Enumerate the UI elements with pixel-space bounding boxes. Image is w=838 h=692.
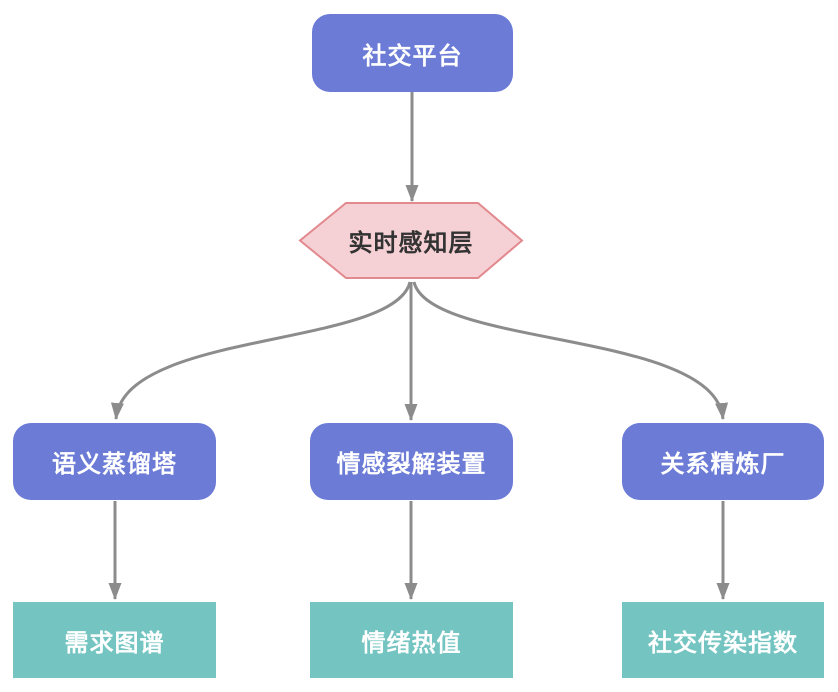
node-demand-graph: 需求图谱 bbox=[13, 602, 216, 678]
node-demand-graph-label: 需求图谱 bbox=[64, 629, 165, 657]
perception-hexagon-shape bbox=[298, 202, 524, 279]
node-semantic-distillation-tower-label: 语义蒸馏塔 bbox=[52, 451, 177, 478]
node-emotion-cracking-unit: 情感裂解装置 bbox=[310, 423, 513, 500]
edge-perception-to-tower bbox=[111, 281, 412, 420]
node-social-contagion-index: 社交传染指数 bbox=[622, 602, 824, 678]
edge-perception-to-refinery bbox=[412, 281, 728, 420]
node-social-platform-label: 社交平台 bbox=[362, 42, 463, 70]
node-social-contagion-index-label: 社交传染指数 bbox=[648, 629, 798, 657]
node-semantic-distillation-tower: 语义蒸馏塔 bbox=[13, 423, 216, 500]
node-emotion-cracking-unit-label: 情感裂解装置 bbox=[336, 451, 487, 478]
node-realtime-perception-label: 实时感知层 bbox=[348, 230, 474, 257]
node-realtime-perception: 实时感知层 bbox=[300, 203, 522, 278]
node-social-platform: 社交平台 bbox=[312, 14, 513, 92]
node-relationship-refinery: 关系精炼厂 bbox=[622, 423, 824, 500]
node-emotion-heat-value-label: 情绪热值 bbox=[361, 629, 462, 657]
node-relationship-refinery-label: 关系精炼厂 bbox=[660, 451, 786, 478]
node-emotion-heat-value: 情绪热值 bbox=[310, 602, 513, 678]
